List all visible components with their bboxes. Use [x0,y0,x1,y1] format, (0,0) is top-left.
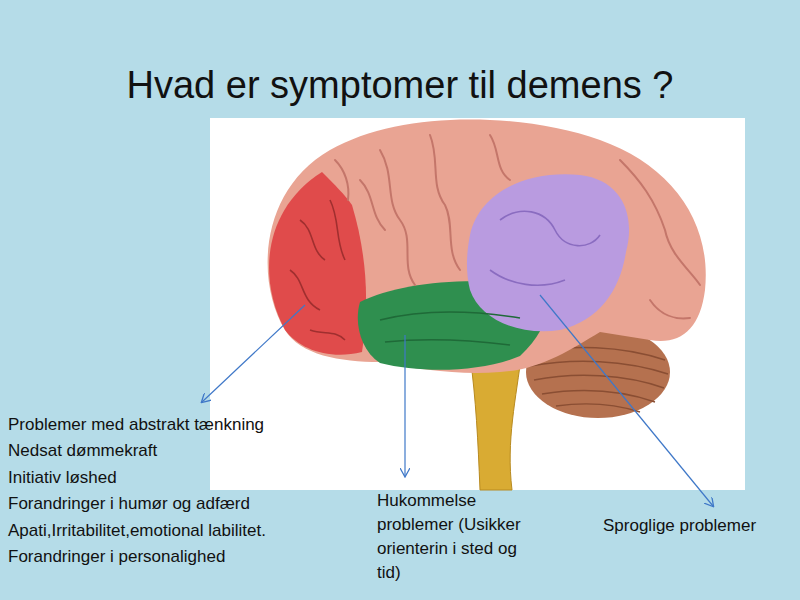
picture-ground [210,118,745,490]
symptom-label: Initiativ løshed [8,465,117,491]
leader-arrow [202,305,305,402]
symptom-label: Sproglige problemer [603,513,756,539]
diagram-title: Hvad er symptomer til demens ? [0,62,800,108]
leader-arrows [202,295,713,506]
symptom-label: Forandringer i personalighed [8,544,225,570]
symptom-label: Problemer med abstrakt tænkning [8,412,264,438]
cerebrum [268,119,706,372]
leader-arrow [404,335,405,476]
leader-arrow [540,295,713,506]
symptom-label: Forandringer i humør og adfærd [8,491,250,517]
symptom-label: Hukommelse problemer (Usikker orienterin… [377,489,537,585]
frontal-gyri [290,200,345,340]
temporal-gyri [380,312,520,345]
parietal-region [467,174,629,331]
parietal-gyri [490,211,600,285]
symptom-label: Apati,Irritabilitet,emotional labilitet. [8,518,266,544]
frontal-lobe [269,172,366,355]
symptom-label: Nedsat dømmekraft [8,438,157,464]
brain-gyri [335,135,700,318]
